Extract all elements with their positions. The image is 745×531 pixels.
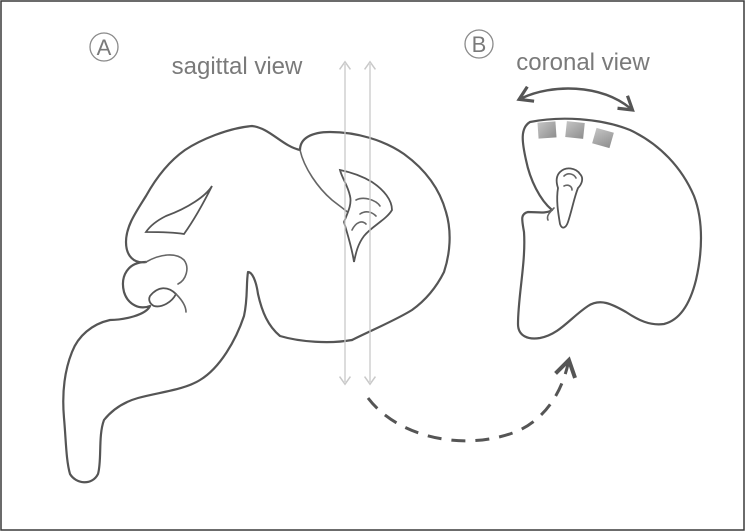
sample-square-1 xyxy=(537,121,556,138)
panel-a-title: sagittal view xyxy=(172,53,303,80)
panel-b-title: coronal view xyxy=(516,49,650,76)
panel-b-letter: B xyxy=(472,32,487,57)
panel-a-letter: A xyxy=(97,35,112,60)
sample-square-2 xyxy=(565,121,585,139)
